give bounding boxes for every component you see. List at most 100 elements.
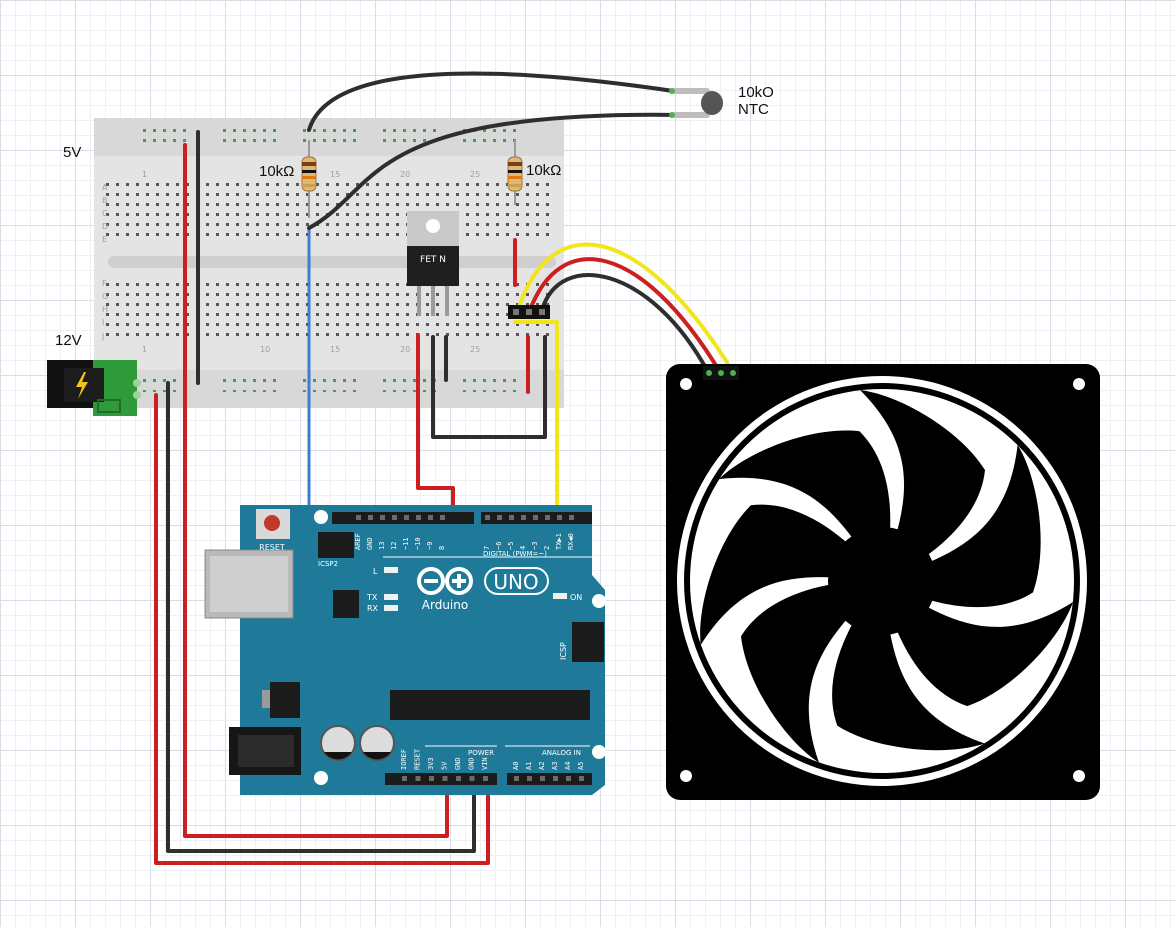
column-number: 25 [470, 170, 480, 179]
pin-hole [442, 776, 448, 781]
fan-lead-black [540, 273, 710, 374]
power-pin-labels: IOREF RESET 3V3 5V GND GND VIN [400, 748, 489, 781]
column-number: 1 [142, 345, 147, 354]
wire-gate-red [416, 333, 455, 519]
rail-5v-label: 5V [63, 144, 81, 161]
rail-12v-label: 12V [55, 332, 82, 349]
pin-hole [469, 776, 475, 781]
wire-gnd-black [166, 381, 476, 853]
wire-source-gnd [431, 335, 547, 439]
column-number: 20 [400, 345, 410, 354]
resistor-left-label: 10kΩ [259, 163, 294, 180]
power-label: POWER [468, 749, 494, 757]
row-letter: A [102, 183, 108, 192]
pin-label: ~9 [426, 542, 434, 550]
pin-label: 5V [441, 761, 449, 770]
column-number: 10 [260, 345, 270, 354]
fan-lead-yellow [516, 242, 735, 374]
breadboard: A B C D E F G H I J 1 15 20 25 1 10 15 2… [94, 118, 564, 408]
row-letter: J [101, 332, 104, 341]
pin-label: ~3 [531, 542, 539, 550]
pin-hole [485, 515, 490, 520]
mosfet: FET N [407, 211, 459, 316]
analog-label: ANALOG IN [542, 749, 581, 757]
fan-blade [882, 581, 1074, 707]
pin-label: A1 [525, 762, 533, 770]
pin-hole [429, 776, 434, 781]
pin-hole [521, 515, 526, 520]
pin-hole [509, 515, 514, 520]
pin-label: ~5 [507, 542, 515, 550]
arduino-logo-icon [417, 567, 473, 595]
pin-label: GND [468, 757, 476, 770]
pin-hole [456, 776, 461, 781]
pin-label: VIN [481, 757, 489, 770]
pin-label: 13 [378, 542, 386, 550]
digital-label: DIGITAL (PWM=~) [483, 550, 547, 558]
fan-hub [828, 527, 936, 635]
led-l-label: L [373, 567, 378, 576]
pin-label: ~10 [414, 537, 422, 550]
pin-label: A3 [551, 762, 559, 770]
icsp2-label: ICSP2 [318, 560, 338, 568]
pin-hole [540, 776, 545, 781]
pin-label: IOREF [400, 749, 408, 770]
pin-hole [553, 776, 558, 781]
dc-power-jack [47, 360, 141, 416]
on-label: ON [570, 593, 582, 602]
pin-hole [566, 776, 571, 781]
fan-blade [700, 504, 882, 645]
lightning-icon [76, 372, 88, 399]
row-letter: G [102, 292, 108, 301]
pin-hole [380, 515, 385, 520]
row-letter: B [102, 196, 108, 205]
pin-label: A4 [564, 762, 572, 770]
pin-hole [415, 776, 421, 781]
pin-hole [440, 515, 445, 520]
resistor-right-label: 10kΩ [526, 162, 561, 179]
wire-5v-red [183, 143, 449, 838]
mosfet-label: FET N [420, 255, 446, 265]
ntc-thermistor [669, 88, 723, 118]
wire-12v-red [154, 393, 490, 865]
pin-hole [497, 515, 502, 520]
pin-label: ~11 [402, 537, 410, 550]
brand-label: Arduino [422, 598, 468, 612]
pin-label: 3V3 [427, 757, 435, 770]
pin-label: RESET [414, 748, 422, 770]
row-letter: E [102, 235, 107, 244]
pin-label: 12 [390, 542, 398, 550]
pin-hole [527, 776, 532, 781]
icsp-label: ICSP [559, 642, 568, 660]
pin-hole [533, 515, 538, 520]
pin-hole [557, 515, 562, 520]
pin-label: A5 [577, 762, 585, 770]
pin-label: 4 [519, 546, 527, 550]
resistor-right [507, 140, 523, 205]
pin-hole [392, 515, 397, 520]
pin-hole [569, 515, 574, 520]
column-number: 1 [142, 170, 147, 179]
thermistor-label-type: NTC [738, 101, 769, 118]
row-letter: C [102, 209, 108, 218]
row-letter: I [102, 318, 104, 327]
pin-hole [483, 776, 488, 781]
thermistor-label-value: 10kO [738, 84, 774, 101]
resistor-left [301, 140, 317, 218]
pin-label: TX▶1 [555, 533, 563, 550]
wire-thermistor-2 [307, 112, 682, 230]
pin-label: ~6 [495, 542, 503, 550]
pin-hole [514, 776, 519, 781]
pin-hole [416, 515, 421, 520]
pin-label: AREF [354, 533, 362, 550]
arduino-uno: RESET ICSP2 ICSP L TX RX ON [204, 505, 606, 795]
pin-hole [428, 515, 433, 520]
row-letter: D [102, 222, 108, 231]
pin-label: GND [454, 757, 462, 770]
wire-thermistor-1 [307, 71, 682, 132]
column-number: 15 [330, 345, 340, 354]
led-rx-label: RX [367, 604, 379, 613]
fan-blade [718, 430, 891, 581]
fan-header [508, 305, 550, 319]
